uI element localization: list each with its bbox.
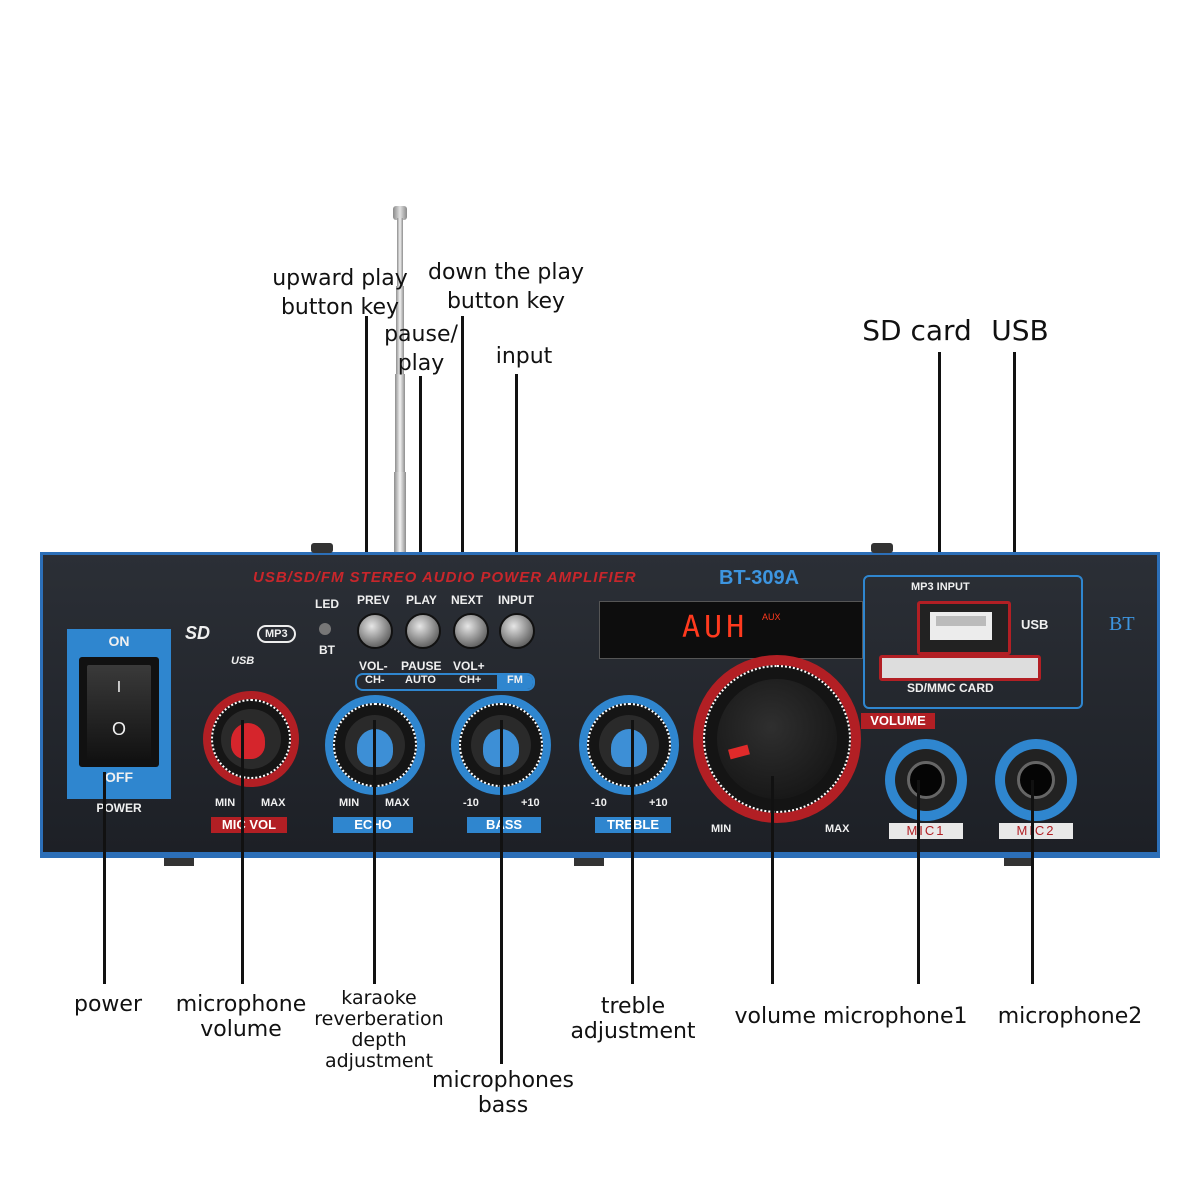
callout-mic2: microphone2: [997, 1004, 1143, 1029]
leader-volume: [771, 776, 774, 984]
leader-bass: [500, 720, 503, 1064]
leader-mic1: [917, 780, 920, 984]
usb-port[interactable]: [917, 601, 1011, 655]
mic1-jack[interactable]: [885, 739, 967, 821]
amplifier-panel: USB/SD/FM STEREO AUDIO POWER AMPLIFIER B…: [40, 543, 1160, 858]
callout-pause-play: pause/ play: [384, 322, 458, 376]
screw-icon: [871, 543, 893, 553]
input-button[interactable]: [499, 613, 535, 649]
mic2-label: MIC2: [999, 823, 1073, 839]
mic-vol-knob[interactable]: [221, 709, 281, 769]
led-display: AUH AUX: [599, 601, 863, 659]
leader-sd: [938, 352, 941, 648]
leader-down: [461, 316, 464, 616]
leader-pause: [419, 376, 422, 616]
antenna: [388, 206, 412, 552]
leader-mic-volume: [241, 720, 244, 984]
bass-label: BASS: [467, 817, 541, 833]
callout-mic-volume: microphone volume: [175, 992, 307, 1042]
callout-power: power: [74, 992, 142, 1017]
leader-mic2: [1031, 780, 1034, 984]
treble-knob[interactable]: [599, 715, 659, 775]
led-indicator: [319, 623, 331, 635]
callout-treble: treble adjustment: [570, 994, 696, 1044]
mic-vol-label: MIC VOL: [211, 817, 287, 833]
callout-input: input: [495, 344, 553, 369]
callout-down-play: down the play button key: [427, 260, 585, 314]
bt-corner-label: BT: [1109, 613, 1135, 635]
mic2-jack[interactable]: [995, 739, 1077, 821]
power-switch-frame: ON I O OFF: [67, 629, 171, 799]
callout-volume-mic1: volume microphone1: [734, 1004, 968, 1029]
media-box: MP3 INPUT USB SD/MMC CARD: [863, 575, 1083, 709]
callout-sd-card: SD card: [862, 314, 972, 347]
mic-vol-knob-ring: [203, 691, 299, 787]
callout-upward-play: upward play button key: [272, 266, 408, 320]
panel-foot: [574, 858, 604, 866]
panel-foot: [1004, 858, 1034, 866]
volume-label: VOLUME: [861, 713, 935, 729]
power-switch[interactable]: I O: [79, 657, 159, 767]
leader-power: [103, 772, 106, 984]
callout-karaoke: karaoke reverberation depth adjustment: [314, 987, 444, 1072]
next-button[interactable]: [453, 613, 489, 649]
volume-knob-ring: [693, 655, 861, 823]
mic1-label: MIC1: [889, 823, 963, 839]
sd-slot[interactable]: [879, 655, 1041, 681]
leader-treble: [631, 720, 634, 984]
leader-usb: [1013, 352, 1016, 648]
leader-karaoke: [373, 720, 376, 984]
usb-icon: USB: [1021, 617, 1049, 632]
volume-knob[interactable]: [717, 679, 837, 799]
sd-logo-icon: SD: [185, 623, 211, 643]
leader-upward: [365, 316, 368, 616]
mp3-logo-icon: MP3: [257, 625, 296, 643]
leader-input: [515, 374, 518, 618]
panel-foot: [164, 858, 194, 866]
screw-icon: [311, 543, 333, 553]
callout-mic-bass: microphones bass: [432, 1068, 574, 1118]
play-pause-button[interactable]: [405, 613, 441, 649]
panel-header: USB/SD/FM STEREO AUDIO POWER AMPLIFIER: [253, 569, 637, 586]
callout-usb: USB: [991, 314, 1049, 347]
model-label: BT-309A: [719, 567, 800, 589]
prev-button[interactable]: [357, 613, 393, 649]
power-label: POWER: [96, 801, 142, 815]
usb-logo-icon: USB: [231, 655, 255, 667]
mode-strip: CH- AUTO CH+ FM: [355, 673, 535, 691]
treble-knob-ring: [579, 695, 679, 795]
